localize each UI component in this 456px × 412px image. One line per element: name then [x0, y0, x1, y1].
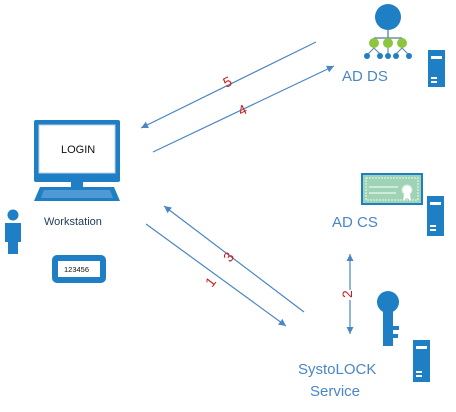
step-number-2: 2 — [339, 290, 355, 298]
systolock-label-line2: Service — [310, 383, 360, 400]
arrow-step-5 — [140, 41, 317, 129]
arrow-step-1 — [145, 223, 287, 327]
ad-ds-label: AD DS — [342, 68, 388, 85]
token-device-icon — [52, 255, 106, 283]
workstation-computer-icon — [34, 120, 120, 201]
certificate-icon — [361, 173, 423, 205]
arrow-step-4 — [152, 65, 335, 153]
ad-cs-label: AD CS — [332, 214, 378, 231]
step-number-3: 3 — [220, 249, 238, 265]
key-icon — [377, 291, 399, 346]
user-icon — [5, 209, 21, 254]
ad-cs-server-icon — [427, 196, 444, 236]
arrow-step-3 — [163, 205, 305, 313]
login-screen-text: LOGIN — [61, 144, 95, 156]
token-code: 123456 — [64, 265, 89, 274]
workstation-label: Workstation — [44, 216, 102, 228]
ad-ds-hierarchy-icon — [364, 4, 412, 59]
ad-ds-server-icon — [428, 50, 445, 87]
step-number-4: 4 — [235, 101, 249, 119]
systolock-label-line1: SystoLOCK — [298, 361, 376, 378]
systolock-server-icon — [413, 340, 430, 382]
